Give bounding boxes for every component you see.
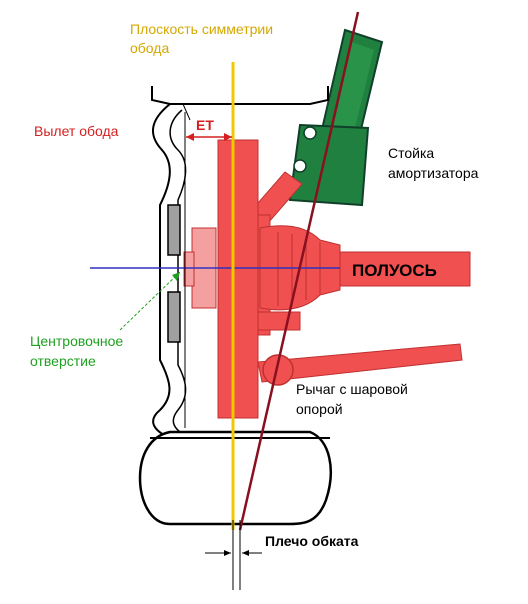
tyre [138, 430, 332, 526]
wheel-rim [151, 86, 329, 439]
strut-bolt-lower [293, 159, 307, 173]
lower-control-arm [257, 343, 463, 386]
scrub-radius-label: Плечо обката [265, 533, 359, 549]
arm-label-line2: опорой [296, 401, 343, 417]
steering-axis-line [238, 11, 360, 531]
hub-flange-lip [183, 251, 195, 287]
strut-label-line1: Стойка [388, 145, 434, 161]
center-bore-label-line1: Центровочное [30, 333, 123, 349]
center-bore-pointer [119, 271, 181, 331]
symmetry-plane-label-line2: обода [130, 40, 169, 56]
scrub-radius-dimension [205, 520, 262, 590]
shock-absorber-strut [288, 28, 384, 207]
arm-label-line1: Рычаг с шаровой [296, 381, 408, 397]
strut-bolt-upper [303, 126, 317, 140]
strut-label-line2: амортизатора [388, 165, 479, 181]
et-dimension: ET [186, 117, 232, 141]
rim-offset-label: Вылет обода [34, 123, 119, 139]
symmetry-plane-label-line1: Плоскость симметрии [130, 21, 273, 37]
center-bore-label-line2: отверстие [30, 353, 96, 369]
et-label: ET [196, 117, 214, 133]
brake-disc [217, 139, 259, 419]
ball-joint [262, 354, 294, 386]
half-axle-label: ПОЛУОСЬ [352, 261, 437, 280]
